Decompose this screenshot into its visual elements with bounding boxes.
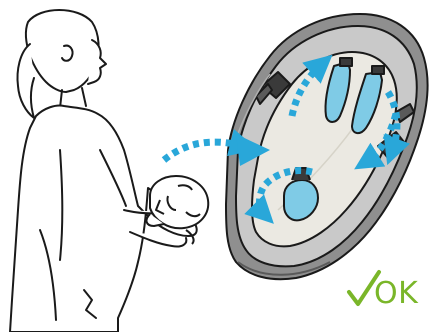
ok-status-badge: OK [346,268,436,320]
ok-label: OK [374,276,418,312]
parent-figure [10,10,197,332]
